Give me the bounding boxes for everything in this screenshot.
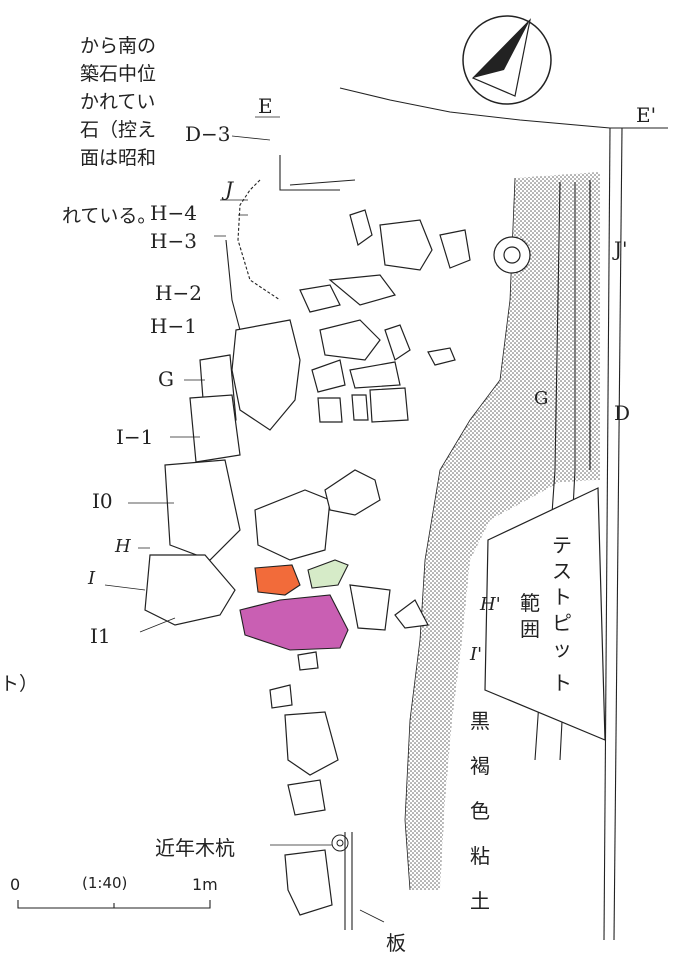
- wooden-stake-icon: [331, 834, 349, 852]
- soil-char: 色: [470, 799, 490, 823]
- intro-line-6: れている。: [62, 205, 156, 227]
- stone: [311, 359, 346, 393]
- wall-outline-upper: [237, 179, 281, 301]
- label-E: E: [258, 94, 273, 118]
- label-I: I: [87, 568, 96, 589]
- scale-ratio: (1:40): [82, 874, 127, 892]
- test-pit-area: [484, 487, 606, 741]
- label-I-minus-1: I−1: [116, 425, 153, 449]
- stone: [284, 849, 333, 916]
- stone: [284, 711, 339, 776]
- green-stone: [307, 559, 349, 589]
- stone: [324, 469, 381, 516]
- left-edge-text: ト）: [0, 673, 38, 695]
- soil-char: 粘: [470, 844, 490, 868]
- label-H2: H−2: [155, 281, 202, 305]
- magenta-stone: [239, 594, 349, 651]
- tp-char2: 囲: [520, 617, 540, 641]
- trench-edge-outer: [603, 127, 611, 941]
- orange-stone: [254, 564, 301, 596]
- tp-char: テ: [552, 533, 572, 557]
- stone: [189, 394, 241, 463]
- intro-line-5: 面は昭和: [80, 147, 156, 169]
- tp-char2: 範: [520, 591, 540, 615]
- label-G: G: [158, 367, 174, 391]
- stake-label: 近年木杭: [155, 836, 235, 860]
- stone: [369, 387, 409, 423]
- soil-char: 褐: [470, 754, 490, 778]
- stone: [379, 219, 433, 271]
- stone: [317, 397, 343, 423]
- stone: [503, 246, 521, 264]
- label-I1: I1: [90, 624, 111, 648]
- tp-char: ッ: [552, 637, 572, 661]
- board-label: 板: [386, 931, 406, 955]
- tp-char: ス: [552, 559, 572, 583]
- clay-boundary-left: [404, 177, 516, 891]
- stone: [231, 319, 301, 431]
- trench-edge-outer-2: [613, 127, 623, 941]
- stone: [297, 651, 319, 671]
- stone: [164, 459, 241, 561]
- scale-zero: 0: [10, 875, 20, 894]
- intro-line-2: 築石中位: [80, 63, 156, 85]
- stone-group: [144, 209, 531, 916]
- test-pit-label: テ ス ト ピ ッ ト 範 囲: [520, 533, 572, 695]
- stone: [319, 319, 381, 361]
- tp-char: ピ: [552, 611, 572, 635]
- label-J-prime: J': [612, 237, 628, 261]
- stone: [349, 361, 401, 389]
- stone: [427, 347, 456, 366]
- intro-line-3: かれてい: [80, 91, 155, 113]
- soil-label: 黒 褐 色 粘 土: [470, 709, 490, 913]
- tp-char: ト: [552, 671, 572, 695]
- label-D: D: [614, 401, 630, 425]
- scale-line: [17, 900, 211, 909]
- stone: [254, 489, 331, 561]
- stone: [299, 284, 341, 313]
- stone: [349, 209, 373, 246]
- label-H3: H−3: [150, 229, 197, 253]
- label-J: J: [221, 177, 234, 201]
- stone: [328, 274, 397, 306]
- intro-text-block: から南の 築石中位 かれてい 石（控え 面は昭和 れている。: [62, 35, 156, 227]
- stone: [394, 599, 429, 629]
- tp-char: ト: [552, 585, 572, 609]
- north-arrow-icon: [462, 15, 552, 105]
- stone: [439, 229, 471, 269]
- intro-line-1: から南の: [80, 35, 156, 57]
- label-H: H: [114, 536, 131, 557]
- board-outline: [344, 832, 353, 930]
- stone: [144, 554, 236, 626]
- label-G-mid: G: [534, 388, 548, 409]
- top-boundary: [339, 87, 668, 129]
- label-I-prime: I': [469, 644, 482, 665]
- scale-end: 1m: [192, 875, 218, 894]
- structure-d3: [279, 155, 356, 191]
- clay-stipple-area: [405, 172, 600, 890]
- soil-char: 黒: [470, 709, 490, 733]
- label-H1: H−1: [150, 314, 197, 338]
- label-H4: H−4: [150, 201, 197, 225]
- label-I0: I0: [92, 489, 113, 513]
- wall-outline-h3: [225, 239, 241, 331]
- stone: [384, 324, 411, 361]
- stone: [351, 394, 369, 421]
- stone: [349, 584, 391, 631]
- label-E-prime: E': [636, 103, 656, 127]
- stone: [269, 684, 293, 709]
- intro-line-4: 石（控え: [80, 119, 156, 141]
- label-D3: D−3: [185, 122, 231, 146]
- label-H-prime: H': [479, 594, 501, 615]
- stone: [287, 779, 326, 816]
- scale-bar: 0 (1:40) 1m: [10, 874, 218, 909]
- leader-lines: [104, 135, 385, 923]
- soil-char: 土: [470, 889, 490, 913]
